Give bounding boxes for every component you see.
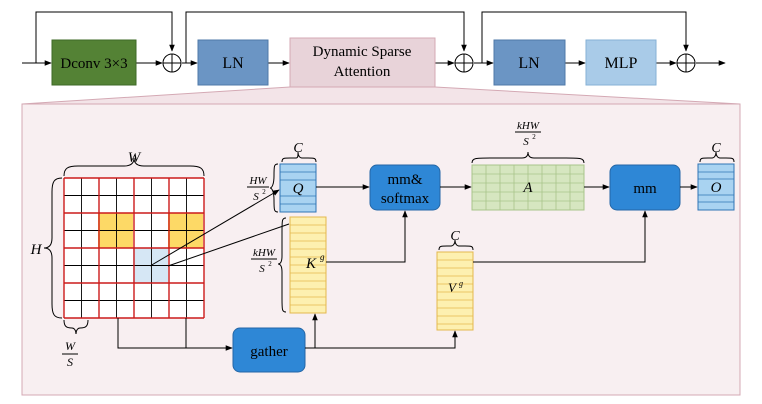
mm-label: mm [633, 181, 657, 197]
dsa-label-line1: Dynamic Sparse [313, 44, 412, 60]
mlp-label: MLP [605, 55, 638, 72]
q-channel-label: C [293, 141, 303, 156]
grid-width-label: W [128, 150, 142, 166]
q-rows-num: HW [248, 175, 267, 187]
q-label: Q [293, 181, 304, 197]
attention-matrix [471, 151, 585, 211]
arrow-k-to-mm-softmax [326, 210, 408, 263]
q-rows-den-exp: 2 [262, 188, 266, 196]
mm-softmax-label-line2: softmax [381, 191, 430, 207]
ln1-label: LN [222, 55, 244, 72]
q-rows-den: S [253, 191, 259, 203]
o-channel-label: C [711, 141, 721, 156]
q-tensor [269, 151, 317, 213]
dconv-block [51, 39, 137, 86]
o-tensor [697, 151, 735, 211]
ln1-block [197, 39, 269, 86]
a-cols-den: S [523, 136, 529, 148]
v-label: V [448, 280, 458, 295]
detail-panel: W H W S Q C HW S 2 K g [21, 86, 741, 396]
k-rows-den-exp: 2 [268, 260, 272, 268]
grid-height-label: H [30, 242, 43, 258]
pipeline-row: Dconv 3×3 LN Dynamic Sparse Attention LN… [22, 11, 726, 88]
k-tensor [277, 216, 327, 314]
patch-brace [63, 319, 89, 335]
gather-node [232, 327, 306, 373]
v-sup: g [459, 279, 463, 288]
o-label: O [711, 180, 722, 196]
skip-connection-1 [35, 11, 175, 63]
zoom-trapezoid [21, 86, 741, 105]
arrow-v-to-mm [473, 210, 648, 263]
dsa-block [289, 37, 436, 88]
gather-label: gather [250, 344, 287, 360]
a-label: A [522, 180, 533, 196]
add-node-2 [454, 53, 474, 73]
arrow-grid-to-gather [117, 318, 233, 351]
skip-connection-2 [185, 11, 467, 63]
k-rows-num: kHW [253, 247, 276, 259]
dsa-label-line2: Attention [334, 64, 391, 80]
k-sup: g [320, 252, 325, 262]
ln2-label: LN [518, 55, 540, 72]
height-brace [43, 177, 63, 319]
v-channel-label: C [450, 229, 460, 244]
add-node-3 [676, 53, 696, 73]
k-label: K [305, 256, 317, 272]
k-rows-den: S [259, 263, 265, 275]
feature-map-grid [43, 157, 205, 335]
mm-softmax-label-line1: mm& [387, 172, 422, 188]
width-brace [63, 157, 205, 177]
line-region-to-k [167, 223, 290, 267]
arrow-gather-to-v [315, 330, 458, 349]
dconv-label: Dconv 3×3 [60, 56, 127, 72]
patch-label-num: W [65, 339, 76, 353]
a-cols-num: kHW [517, 120, 540, 132]
patch-label-den: S [67, 355, 73, 369]
mlp-block [585, 39, 657, 86]
arrow-query-to-q [149, 189, 280, 267]
v-tensor [436, 239, 474, 331]
a-cols-den-exp: 2 [532, 133, 536, 141]
add-node-1 [162, 53, 182, 73]
ln2-block [493, 39, 566, 86]
skip-connection-3 [481, 11, 689, 63]
